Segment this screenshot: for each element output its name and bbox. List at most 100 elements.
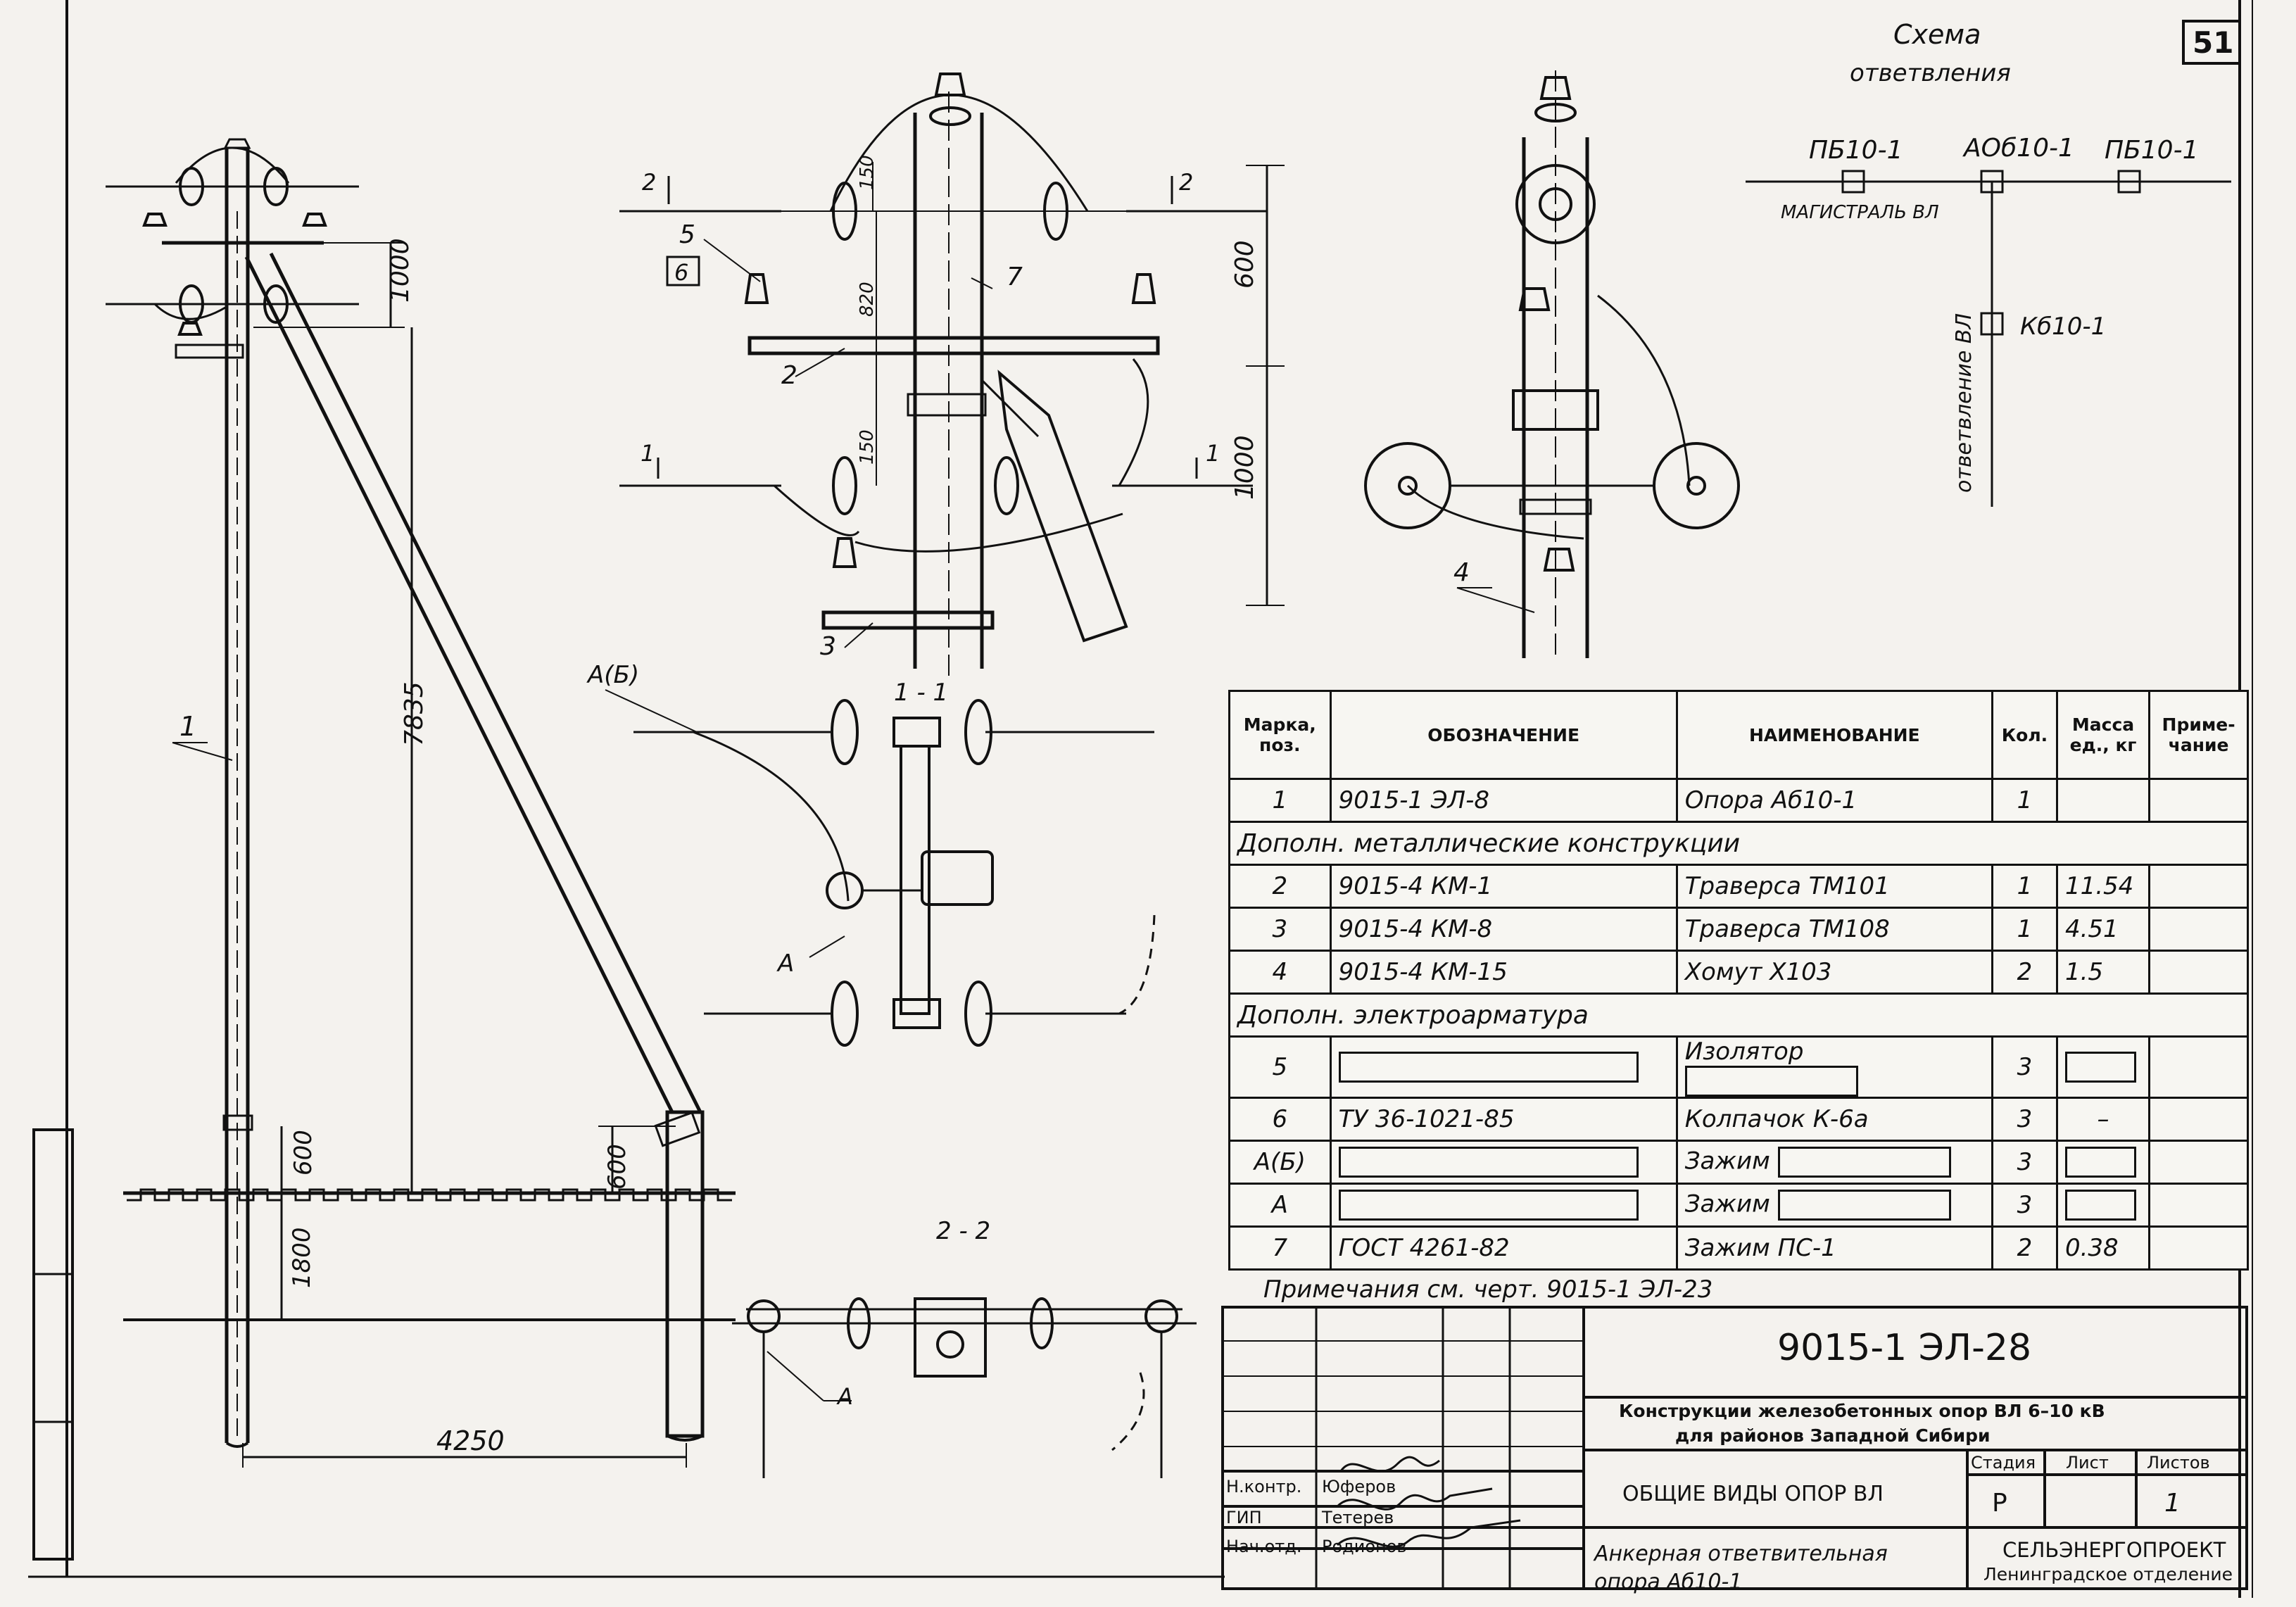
header-mark: Марка, поз. [1228, 690, 1332, 780]
section-1-1-title: 1 - 1 [894, 679, 948, 707]
table-row: 7 ГОСТ 4261-82 Зажим ПС-1 2 0.38 [1228, 1225, 2249, 1271]
general-view [106, 138, 736, 1468]
cell-name: Зажим [1675, 1183, 1993, 1228]
item-name: Зажим [1684, 1190, 1770, 1218]
cell-name: Зажим [1675, 1140, 1993, 1185]
cell-note [2148, 778, 2249, 823]
dim-820: 820 [857, 282, 878, 317]
table-row: 1 9015-1 ЭЛ-8 Опора Аб10-1 1 [1228, 778, 2249, 823]
drawing-title-2: опора Аб10-1 [1594, 1570, 1743, 1594]
front-view [619, 73, 1285, 676]
cell-name: Опора Аб10-1 [1675, 778, 1993, 823]
sign-name: Тетерев [1322, 1508, 1394, 1527]
header-code: ОБОЗНАЧЕНИЕ [1329, 690, 1678, 780]
scheme-node-mid: АОб10-1 [1962, 134, 2074, 163]
dim-600-brace: 600 [603, 1144, 631, 1190]
cell-mark: 1 [1228, 778, 1332, 823]
cell-qty: 2 [1991, 950, 2058, 995]
dim-7835: 7835 [400, 681, 429, 746]
cell-qty: 1 [1991, 778, 2058, 823]
blank-field [2064, 1190, 2136, 1221]
dim-1800: 1800 [288, 1227, 316, 1288]
sign-role: Н.контр. [1226, 1477, 1302, 1496]
cell-note [2148, 950, 2249, 995]
sheet-header: Лист [2066, 1453, 2109, 1473]
org-branch: Ленинградское отделение [1983, 1564, 2233, 1584]
pos-3-label: 3 [820, 632, 836, 661]
sign-role: Нач.отд. [1226, 1537, 1302, 1556]
section-2-2 [732, 1297, 1197, 1478]
sheet-frame [28, 0, 2253, 1598]
table-row: А(Б) Зажим 3 [1228, 1140, 2249, 1185]
dim-150-mid: 150 [857, 429, 878, 465]
cell-note [2148, 1225, 2249, 1271]
blank-field [1338, 1147, 1639, 1178]
cut-2-left: 2 [642, 169, 656, 196]
cell-mark: 4 [1228, 950, 1332, 995]
cell-mass: 4.51 [2055, 907, 2151, 952]
header-note: Приме-чание [2148, 690, 2249, 780]
project-line-1: Конструкции железобетонных опор ВЛ 6–10 … [1619, 1401, 2105, 1421]
cell-note [2148, 864, 2249, 909]
cell-name: Траверса ТМ101 [1675, 864, 1993, 909]
cell-qty: 1 [1991, 907, 2058, 952]
table-row: 3 9015-4 КМ-8 Траверса ТМ108 1 4.51 [1228, 907, 2249, 952]
blank-field [1777, 1147, 1951, 1178]
cell-note [2148, 1140, 2249, 1185]
specification-table: Марка, поз. ОБОЗНАЧЕНИЕ НАИМЕНОВАНИЕ Кол… [1228, 690, 2249, 1271]
pos-4-label: 4 [1453, 558, 1470, 587]
scheme-title-2: ответвления [1850, 59, 2011, 87]
blank-field [2064, 1052, 2136, 1083]
title-block-frame [1221, 1306, 2248, 1590]
sign-name: Юферов [1322, 1477, 1396, 1496]
blank-field [1684, 1066, 1858, 1097]
clamp-a2-label: А [836, 1383, 853, 1410]
cell-code: 9015-1 ЭЛ-8 [1329, 778, 1678, 823]
section-row: Дополн. металлические конструкции [1228, 821, 2249, 866]
scheme-node-right: ПБ10-1 [2105, 136, 2198, 165]
cell-mass: 0.38 [2055, 1225, 2151, 1271]
sign-name: Родионов [1322, 1537, 1407, 1556]
section-electro: Дополн. электроарматура [1228, 992, 2249, 1038]
doc-code: 9015-1 ЭЛ-28 [1777, 1327, 2032, 1369]
project-line-2: для районов Западной Сибири [1675, 1425, 1991, 1446]
cell-code [1329, 1183, 1678, 1228]
branch-scheme [1746, 170, 2231, 507]
dim-1000-left: 1000 [386, 238, 415, 303]
sheets-value: 1 [2164, 1489, 2181, 1518]
scheme-label-branch: ответвление ВЛ [1952, 313, 1976, 493]
pos-5-label: 5 [679, 220, 695, 249]
cell-mass [2055, 1140, 2151, 1185]
cell-qty: 2 [1991, 1225, 2058, 1271]
cell-mass: – [2055, 1097, 2151, 1142]
cell-code: 9015-4 КМ-15 [1329, 950, 1678, 995]
scheme-node-branch: Кб10-1 [2020, 313, 2106, 341]
clamp-a-label: А [776, 950, 794, 978]
cell-mass [2055, 778, 2151, 823]
blank-field [1338, 1190, 1639, 1221]
side-view [1364, 70, 1740, 662]
cell-mark: 6 [1228, 1097, 1332, 1142]
cell-mass [2055, 1183, 2151, 1228]
table-row: А Зажим 3 [1228, 1183, 2249, 1228]
cell-mark: 7 [1228, 1225, 1332, 1271]
section-2-2-title: 2 - 2 [936, 1217, 990, 1245]
cell-name: Колпачок К-6а [1675, 1097, 1993, 1142]
cell-mark: А(Б) [1228, 1140, 1332, 1185]
cell-qty: 3 [1991, 1097, 2058, 1142]
section-row: Дополн. электроарматура [1228, 992, 2249, 1038]
header-name: НАИМЕНОВАНИЕ [1675, 690, 1993, 780]
table-row: 5 Изолятор 3 [1228, 1035, 2249, 1099]
cell-code: 9015-4 КМ-8 [1329, 907, 1678, 952]
cell-qty: 3 [1991, 1035, 2058, 1099]
dim-150-top: 150 [857, 155, 878, 190]
header-mass: Масса ед., кг [2055, 690, 2151, 780]
sheet-title: ОБЩИЕ ВИДЫ ОПОР ВЛ [1622, 1482, 1884, 1506]
cell-code: 9015-4 КМ-1 [1329, 864, 1678, 909]
cell-mark: 2 [1228, 864, 1332, 909]
sheet-number: 51 [2193, 25, 2233, 60]
blank-field [1338, 1052, 1639, 1083]
dim-1000-center: 1000 [1230, 435, 1259, 500]
org-name: СЕЛЬЭНЕРГОПРОЕКТ [2002, 1538, 2226, 1562]
item-name: Зажим [1684, 1147, 1770, 1176]
